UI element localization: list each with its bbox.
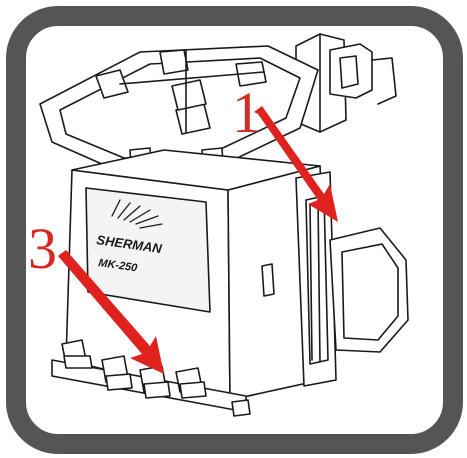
outer-rounded-border — [6, 6, 463, 454]
model-text: MK-250 — [98, 257, 139, 274]
arrow-3 — [58, 250, 164, 374]
clamp-jaw-right — [235, 61, 267, 87]
control-panel — [85, 187, 211, 313]
brand-logo — [111, 199, 163, 229]
callout-1: 1 — [232, 80, 261, 145]
foot-pedals — [61, 339, 207, 399]
side-handle-slot — [261, 263, 275, 297]
clamp-jaw-left — [95, 69, 129, 99]
bead-breaker-shoe — [329, 227, 409, 353]
bead-breaker-arm — [295, 171, 337, 387]
clamp-jaw-top — [159, 49, 189, 75]
vertical-column — [295, 33, 397, 133]
callout-3: 3 — [28, 216, 57, 281]
arrow-1 — [254, 106, 338, 222]
turntable-plate — [39, 45, 319, 185]
